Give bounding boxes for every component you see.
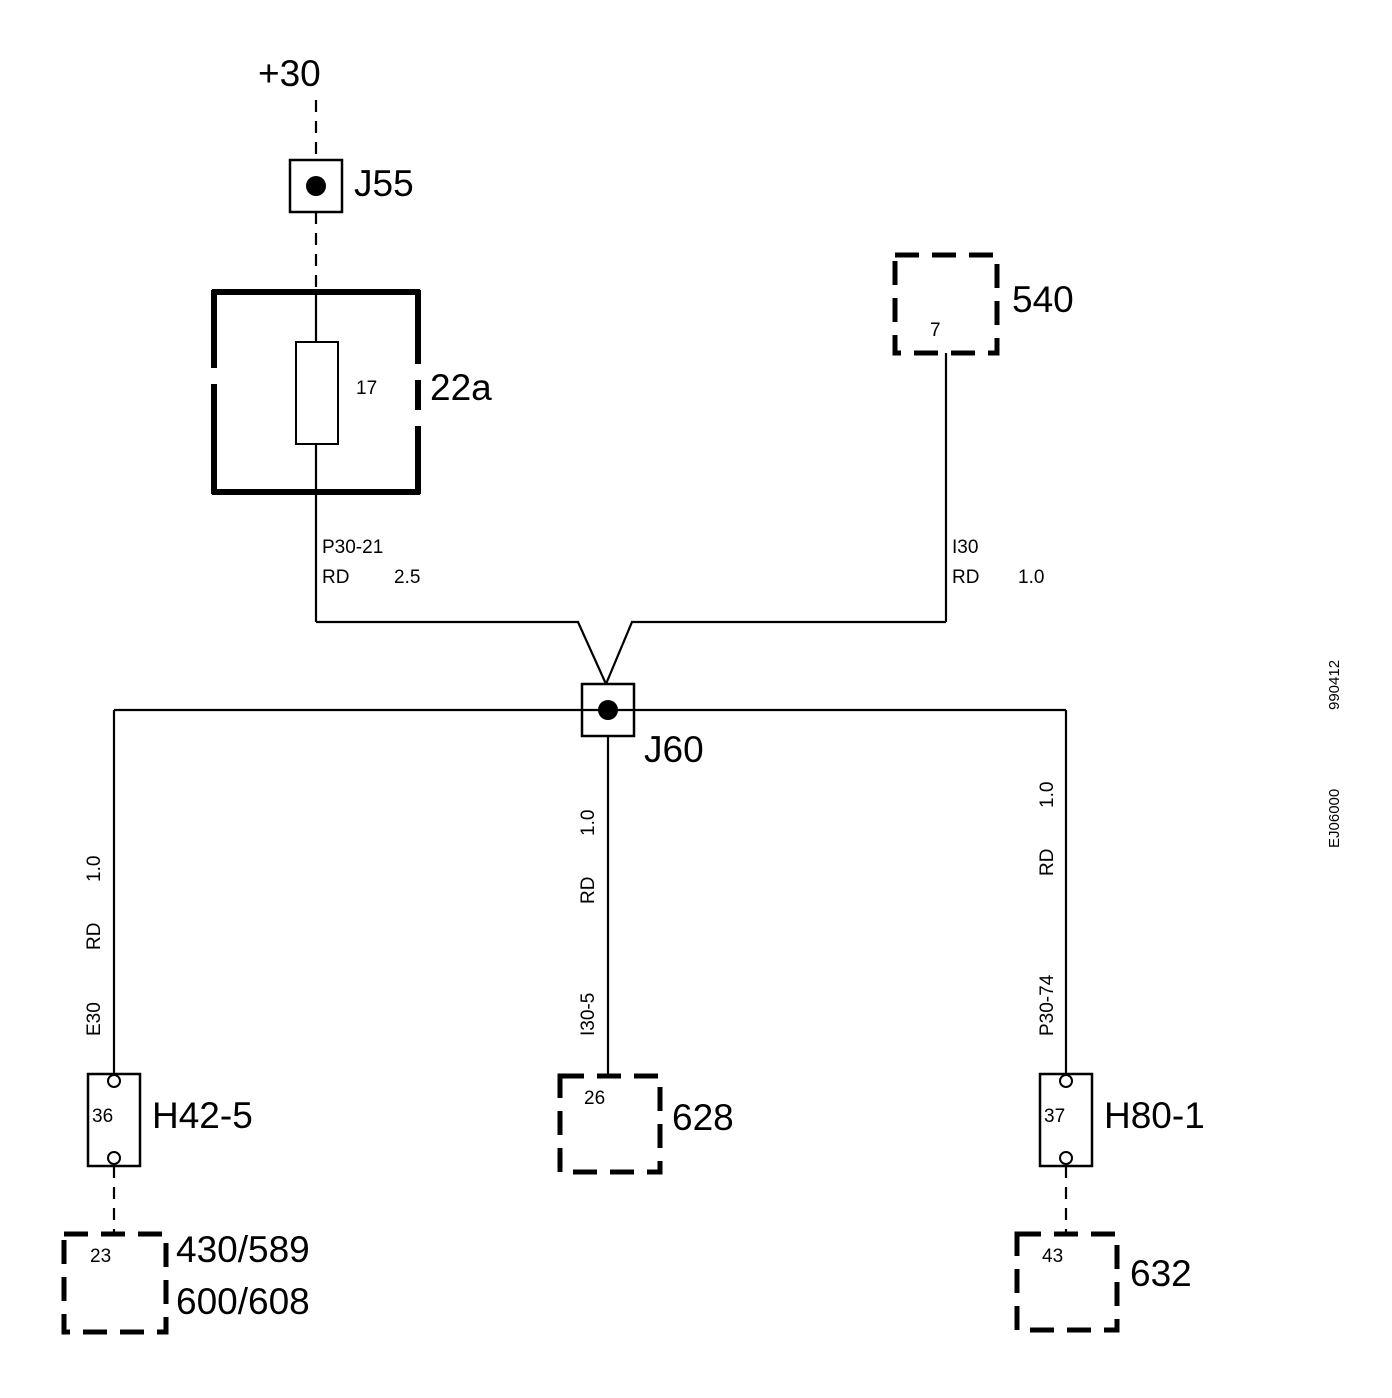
component-632-box xyxy=(1014,1231,1120,1333)
wire-right-to-j60 xyxy=(604,620,946,685)
j55-junction-dot xyxy=(306,176,326,196)
diagram-code: EJ06000 xyxy=(1326,789,1343,848)
component-540-label: 540 xyxy=(1012,279,1074,320)
wire-p30-74-size: 1.0 xyxy=(1037,782,1058,808)
wire-p30-21-id: P30-21 xyxy=(322,537,383,558)
component-632-label: 632 xyxy=(1130,1253,1192,1294)
wire-e30-id: E30 xyxy=(84,1002,105,1036)
wire-p30-74-color: RD xyxy=(1037,849,1058,876)
connector-h42-5-box xyxy=(86,1072,142,1168)
component-632-pin: 43 xyxy=(1042,1246,1063,1267)
connector-h80-1-top-pin xyxy=(1059,1074,1073,1088)
wire-e30-size: 1.0 xyxy=(84,856,105,882)
component-430-pin: 23 xyxy=(90,1246,111,1267)
component-430-box xyxy=(61,1231,169,1335)
wire-i30-color: RD xyxy=(952,567,979,588)
connector-h42-5-label: H42-5 xyxy=(152,1095,253,1136)
component-430-label-line2: 600/608 xyxy=(176,1281,310,1322)
connector-h80-1-label: H80-1 xyxy=(1104,1095,1205,1136)
j60-label: J60 xyxy=(644,729,704,770)
component-430-label-line1: 430/589 xyxy=(176,1229,310,1270)
fuse-box-label: 22a xyxy=(430,367,492,408)
component-540-box xyxy=(892,252,1000,356)
component-540-pin: 7 xyxy=(930,320,941,341)
wire-e30-color: RD xyxy=(84,923,105,950)
fuse-number: 17 xyxy=(356,378,377,399)
fuse-element xyxy=(295,341,339,445)
wire-i30-id: I30 xyxy=(952,537,978,558)
wire-left-to-j60 xyxy=(316,620,608,685)
connector-h42-5-bottom-pin xyxy=(107,1151,121,1165)
wire-p30-21-color: RD xyxy=(322,567,349,588)
wire-p30-74-id: P30-74 xyxy=(1037,974,1058,1036)
connector-h80-1-pin: 37 xyxy=(1044,1106,1065,1127)
j60-junction-dot xyxy=(598,700,618,720)
connector-h42-5-pin: 36 xyxy=(92,1106,113,1127)
supply-label: +30 xyxy=(258,53,321,94)
wire-i30-5-id: I30-5 xyxy=(578,993,599,1036)
connector-h80-1-bottom-pin xyxy=(1059,1151,1073,1165)
connector-h80-1-box xyxy=(1038,1072,1094,1168)
date-code: 990412 xyxy=(1326,660,1343,710)
component-628-box xyxy=(557,1073,663,1175)
j55-label: J55 xyxy=(354,163,414,204)
component-628-pin: 26 xyxy=(584,1088,605,1109)
wire-p30-21-size: 2.5 xyxy=(394,567,420,588)
component-628-label: 628 xyxy=(672,1097,734,1138)
wire-i30-5-color: RD xyxy=(578,877,599,904)
connector-h42-5-top-pin xyxy=(107,1074,121,1088)
wire-i30-size: 1.0 xyxy=(1018,567,1044,588)
wire-i30-5-size: 1.0 xyxy=(578,810,599,836)
